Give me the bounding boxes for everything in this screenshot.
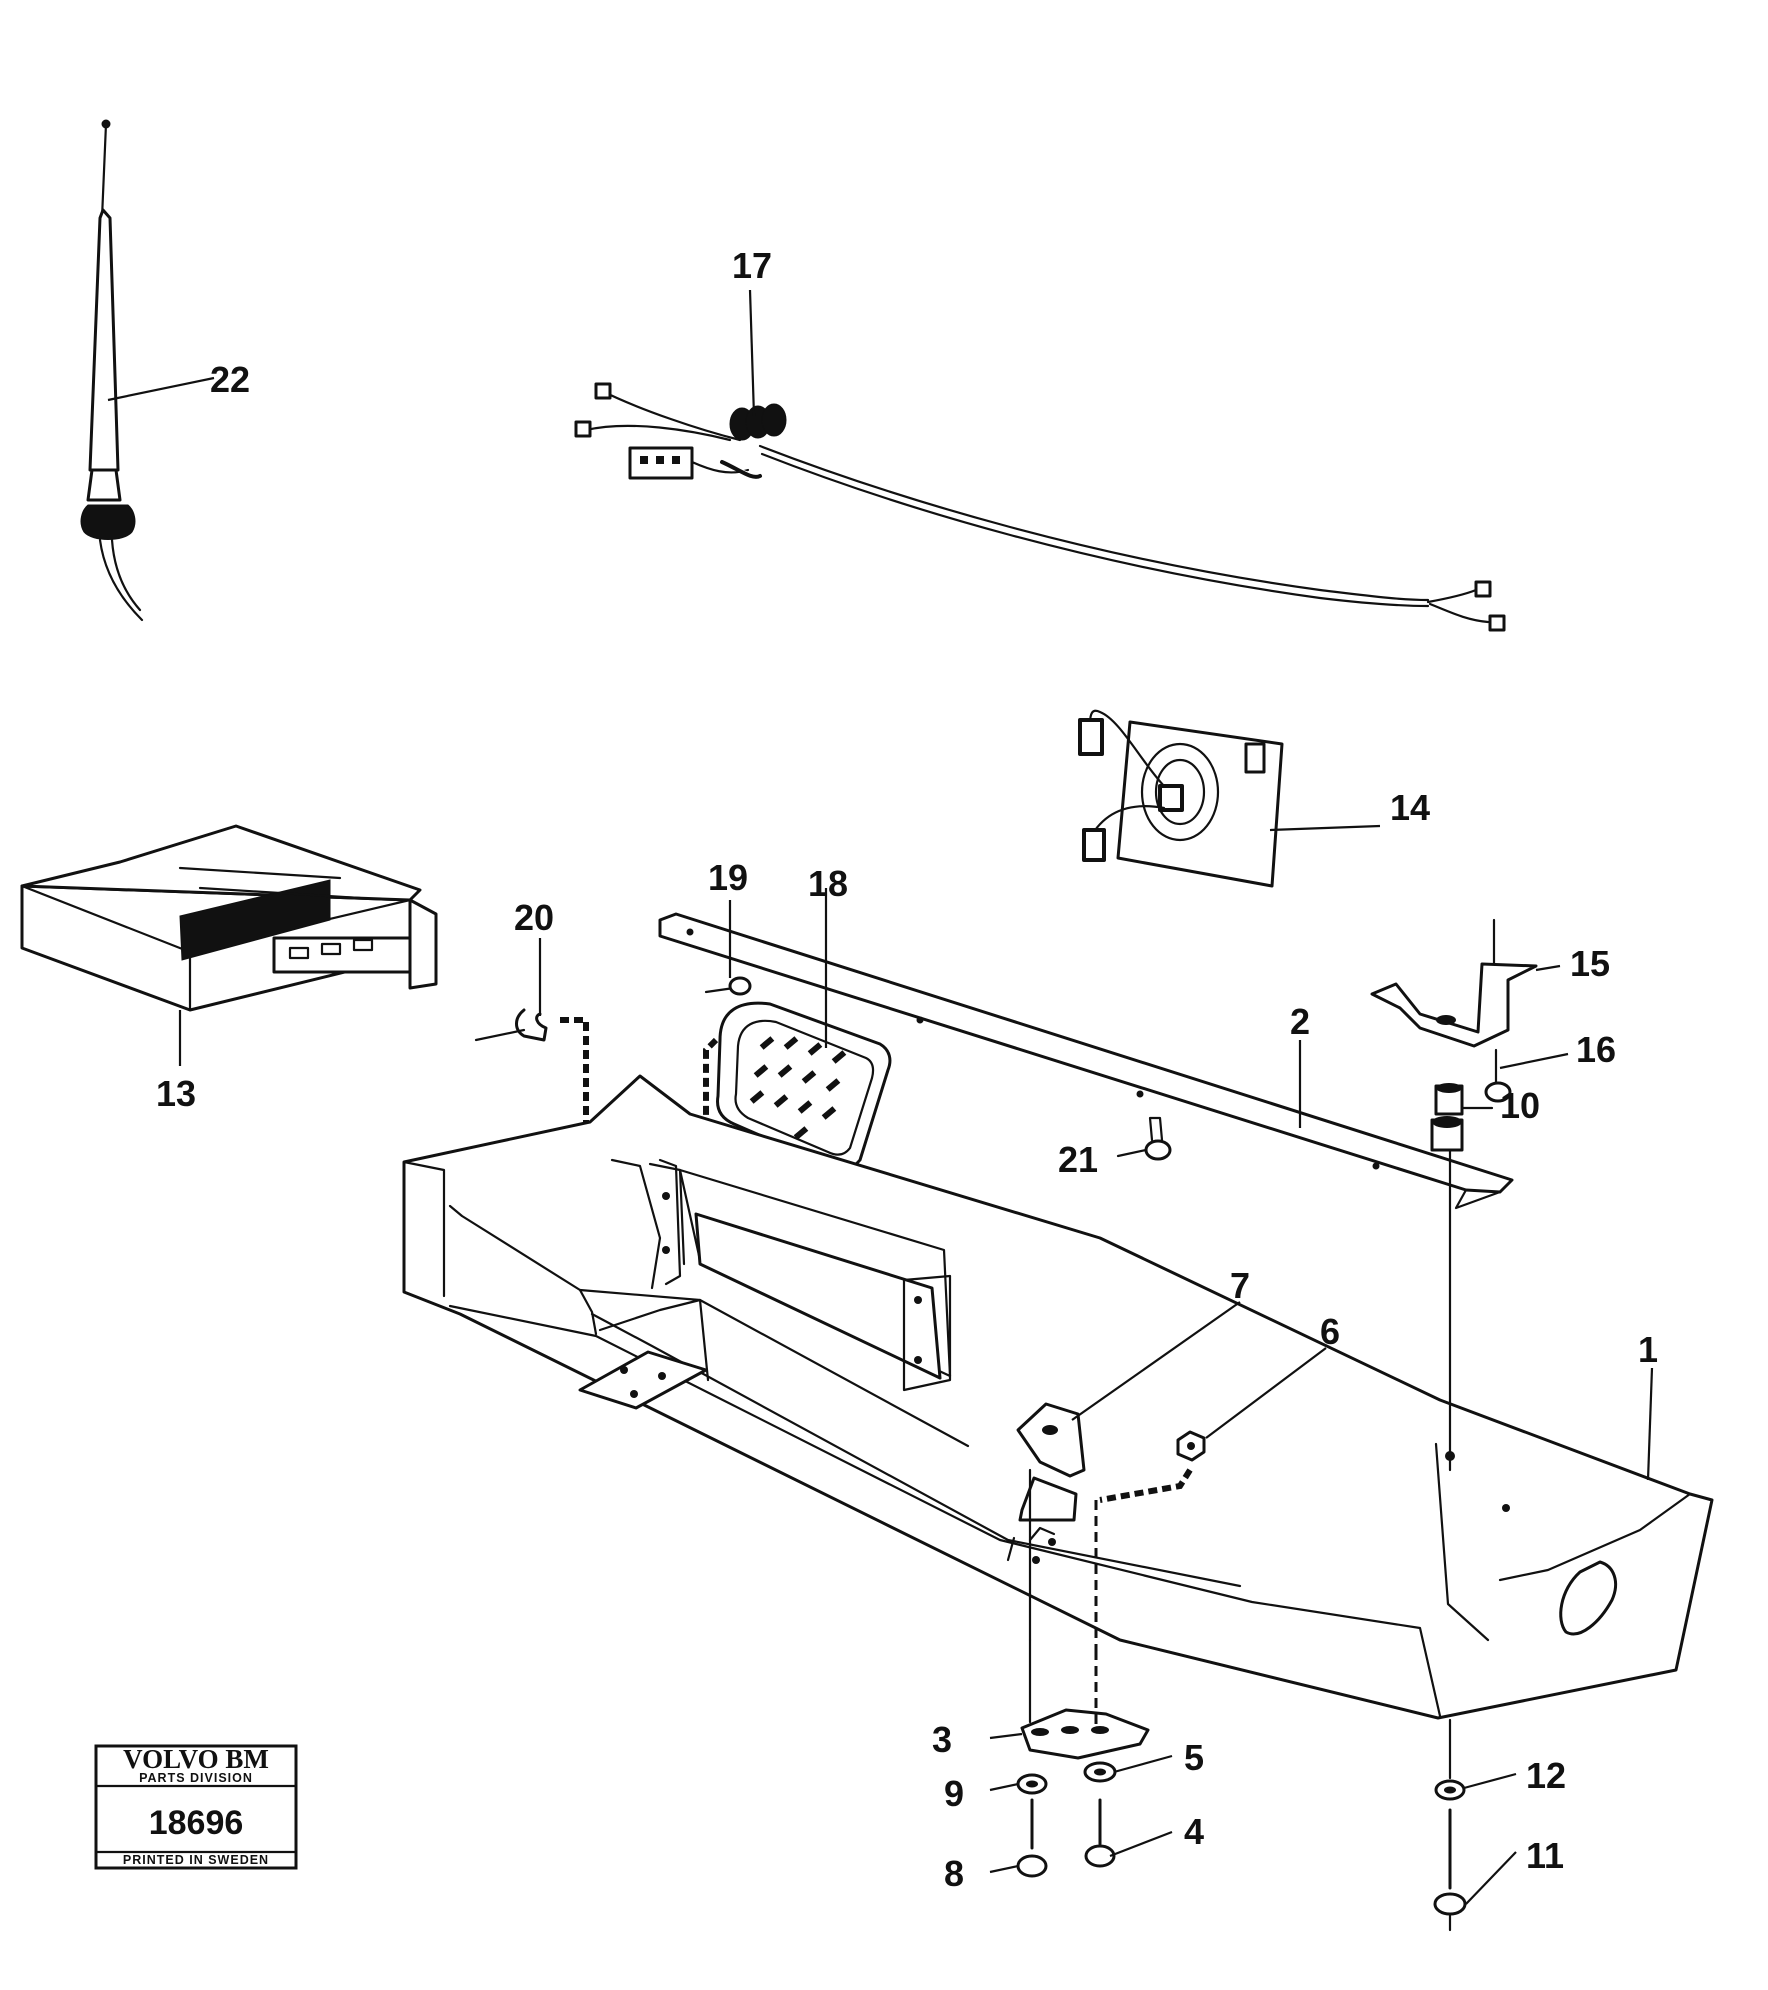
washer-9-part: [1016, 1773, 1048, 1795]
wiring-harness-part: [574, 382, 1506, 632]
callout-2: 2: [1290, 1001, 1310, 1042]
callout-6: 6: [1320, 1311, 1340, 1352]
callout-7: 7: [1230, 1265, 1250, 1306]
stamp-brand: VOLVO BM: [123, 1744, 269, 1774]
radio-unit-part: [20, 824, 438, 1012]
callout-22: 22: [210, 359, 250, 400]
callout-11: 11: [1526, 1835, 1564, 1876]
callout-13: 13: [156, 1073, 196, 1114]
screw-4-part: [1084, 1798, 1116, 1868]
stamp-division: PARTS DIVISION: [139, 1771, 253, 1785]
callout-5: 5: [1184, 1737, 1204, 1778]
callout-20: 20: [514, 897, 554, 938]
dashboard-housing-part: [402, 1074, 1714, 1720]
spacer-part: [1430, 1083, 1494, 1152]
callout-19: 19: [708, 857, 748, 898]
callout-21: 21: [1058, 1139, 1098, 1180]
callout-8: 8: [944, 1853, 964, 1894]
callout-1: 1: [1638, 1329, 1658, 1370]
mounting-bracket-part: [1016, 1402, 1086, 1642]
callout-labels: 1 2 3 4 5 6 7 8 9 10 11 12 13 14 15 16 1…: [156, 245, 1658, 1894]
screw-part: [704, 976, 752, 996]
screw-8-part: [1016, 1798, 1048, 1878]
screw-21-part: [1116, 1116, 1172, 1161]
speaker-grille-part: [696, 1001, 892, 1170]
upper-bracket-part: [1370, 918, 1538, 1048]
callout-4: 4: [1184, 1811, 1204, 1852]
washer-12-part: [1434, 1779, 1466, 1801]
callout-17: 17: [732, 245, 772, 286]
loudspeaker-plate-part: [1078, 709, 1284, 888]
callout-16: 16: [1576, 1029, 1616, 1070]
antenna-part: [80, 119, 144, 622]
callout-12: 12: [1526, 1755, 1566, 1796]
callout-15: 15: [1570, 943, 1610, 984]
screw-16-part: [1484, 1048, 1512, 1103]
callout-14: 14: [1390, 787, 1430, 828]
leader-lines: [107, 289, 1654, 1905]
washer-5-part: [1083, 1761, 1117, 1783]
nut-part: [1094, 1430, 1206, 1650]
stamp-printed: PRINTED IN SWEDEN: [123, 1853, 269, 1867]
callout-18: 18: [808, 863, 848, 904]
clamp-plate-part: [1020, 1638, 1150, 1760]
callout-9: 9: [944, 1773, 964, 1814]
clip-part: [474, 1008, 589, 1130]
stamp-number: 18696: [149, 1804, 244, 1842]
callout-3: 3: [932, 1719, 952, 1760]
callout-10: 10: [1500, 1085, 1540, 1126]
parts-stamp: VOLVO BM PARTS DIVISION 18696 PRINTED IN…: [94, 1744, 298, 1870]
screw-11-part: [1433, 1808, 1467, 1932]
